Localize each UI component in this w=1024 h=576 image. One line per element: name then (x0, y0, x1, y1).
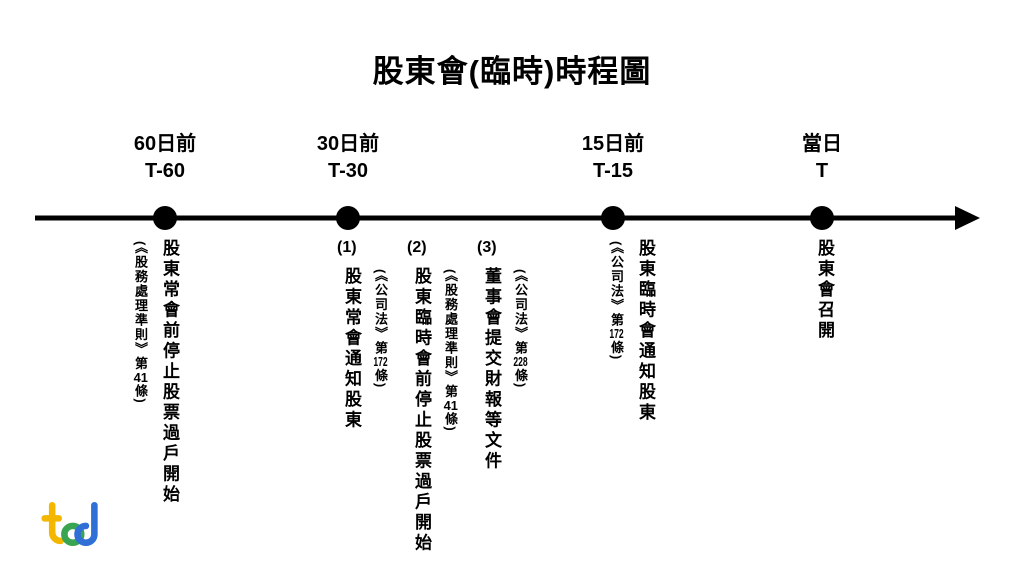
t-code-label: T (815, 160, 829, 182)
event-t-text: 股東會召開 (815, 239, 834, 342)
event-t30-item-2: (2) 股東臨時會前停止股票過戶開始 (《股務處理準則》第41條) (407, 239, 460, 554)
event-t30-item-2-text: 股東臨時會前停止股票過戶開始 (412, 267, 431, 554)
event-t30-item-1-citation: (《公司法》第172條) (373, 269, 388, 389)
event-t60-content: (《股務處理準則》第41條) 股東常會前停止股票過戶開始 (131, 239, 184, 506)
day-label: 當日 (802, 133, 842, 155)
timeline-dot-t60 (153, 206, 177, 230)
event-columns: (《公司法》第172條) 股東臨時會通知股東 (607, 239, 660, 424)
timeline-dot-t30 (336, 206, 360, 230)
timeline-dot-t15 (601, 206, 625, 230)
item-number: (1) (337, 239, 357, 256)
item-number: (3) (477, 239, 497, 256)
event-t30-item-3-citation: (《公司法》第228條) (513, 269, 528, 389)
event-t60-text: 股東常會前停止股票過戶開始 (160, 239, 179, 506)
event-t30-items: (1) 股東常會通知股東 (《公司法》第172條) (2) 股東臨時會前停止股票… (337, 239, 530, 554)
t-code-label: T-60 (144, 160, 186, 182)
timeline-arrowhead (955, 206, 980, 230)
item-number: (2) (407, 239, 427, 256)
event-t30-item-1-text: 股東常會通知股東 (342, 267, 361, 431)
t-code-label: T-30 (327, 160, 369, 182)
brand-logo (40, 498, 100, 550)
event-t-content: 股東會召開 (810, 239, 839, 342)
event-t30-item-1: (1) 股東常會通知股東 (《公司法》第172條) (337, 239, 390, 431)
event-t15-text: 股東臨時會通知股東 (636, 239, 655, 424)
event-columns: 股東會召開 (810, 239, 839, 342)
event-t30-item-3-text: 董事會提交財報等文件 (482, 267, 501, 472)
day-label: 60日前 (133, 133, 197, 155)
event-t60-citation: (《股務處理準則》第41條) (133, 241, 148, 405)
event-columns: 董事會提交財報等文件 (《公司法》第228條) (477, 267, 530, 472)
event-columns: 股東臨時會前停止股票過戶開始 (《股務處理準則》第41條) (407, 267, 460, 554)
page-title: 股東會(臨時)時程圖 (372, 54, 652, 89)
timeline-dot-t (810, 206, 834, 230)
logo-letter-t (48, 501, 64, 545)
logo-letter-e (61, 522, 85, 547)
marker-label-t60: 60日前 T-60 (105, 131, 225, 185)
brand-logo-graphic (41, 501, 98, 547)
logo-letter-d (74, 501, 98, 546)
t-code-label: T-15 (592, 160, 634, 182)
day-label: 30日前 (316, 133, 380, 155)
event-t30-item-2-citation: (《股務處理準則》第41條) (443, 269, 458, 433)
day-label: 15日前 (581, 133, 645, 155)
event-t15-content: (《公司法》第172條) 股東臨時會通知股東 (607, 239, 660, 424)
event-columns: 股東常會通知股東 (《公司法》第172條) (337, 267, 390, 431)
marker-label-t: 當日 T (762, 131, 882, 185)
event-columns: (《股務處理準則》第41條) 股東常會前停止股票過戶開始 (131, 239, 184, 506)
timeline-axis (35, 206, 980, 230)
marker-label-t15: 15日前 T-15 (553, 131, 673, 185)
event-t15-citation: (《公司法》第172條) (609, 241, 624, 361)
event-t30-item-3: (3) 董事會提交財報等文件 (《公司法》第228條) (477, 239, 530, 472)
marker-label-t30: 30日前 T-30 (288, 131, 408, 185)
event-t30-content: (1) 股東常會通知股東 (《公司法》第172條) (2) 股東臨時會前停止股票… (337, 239, 530, 554)
